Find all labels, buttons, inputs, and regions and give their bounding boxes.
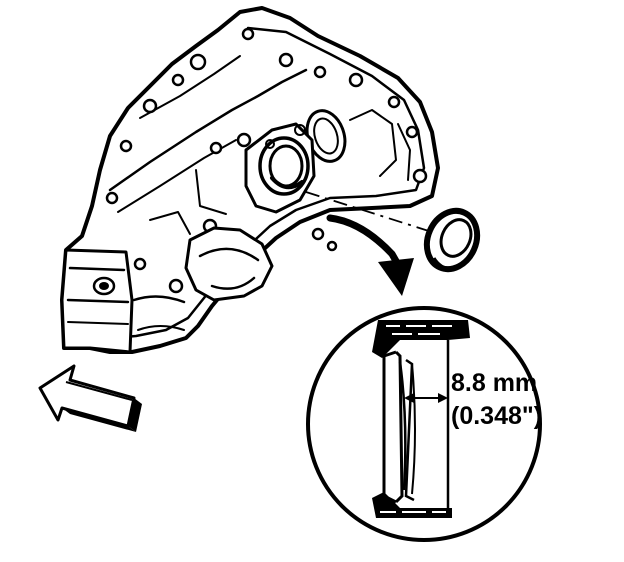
dimension-metric-label: 8.8 mm xyxy=(451,369,537,397)
engine-front-cover xyxy=(60,6,440,354)
cover-flange xyxy=(88,26,426,340)
detail-housing-bottom xyxy=(372,492,452,518)
bolt-bosses xyxy=(105,27,428,294)
oil-seal xyxy=(423,207,481,273)
seal-bore xyxy=(244,122,316,214)
seal-alignment-line xyxy=(305,191,433,233)
dimension-arrows xyxy=(404,393,448,403)
detail-magnifier: 8.8 mm (0.348") xyxy=(306,306,542,542)
dimension-imperial-label: (0.348") xyxy=(451,402,542,430)
callout-arrow-icon xyxy=(326,214,414,296)
detail-seal-profile xyxy=(382,350,416,504)
direction-arrow-icon xyxy=(38,364,142,432)
detail-housing-top xyxy=(372,320,470,358)
cover-ridge xyxy=(108,68,308,192)
